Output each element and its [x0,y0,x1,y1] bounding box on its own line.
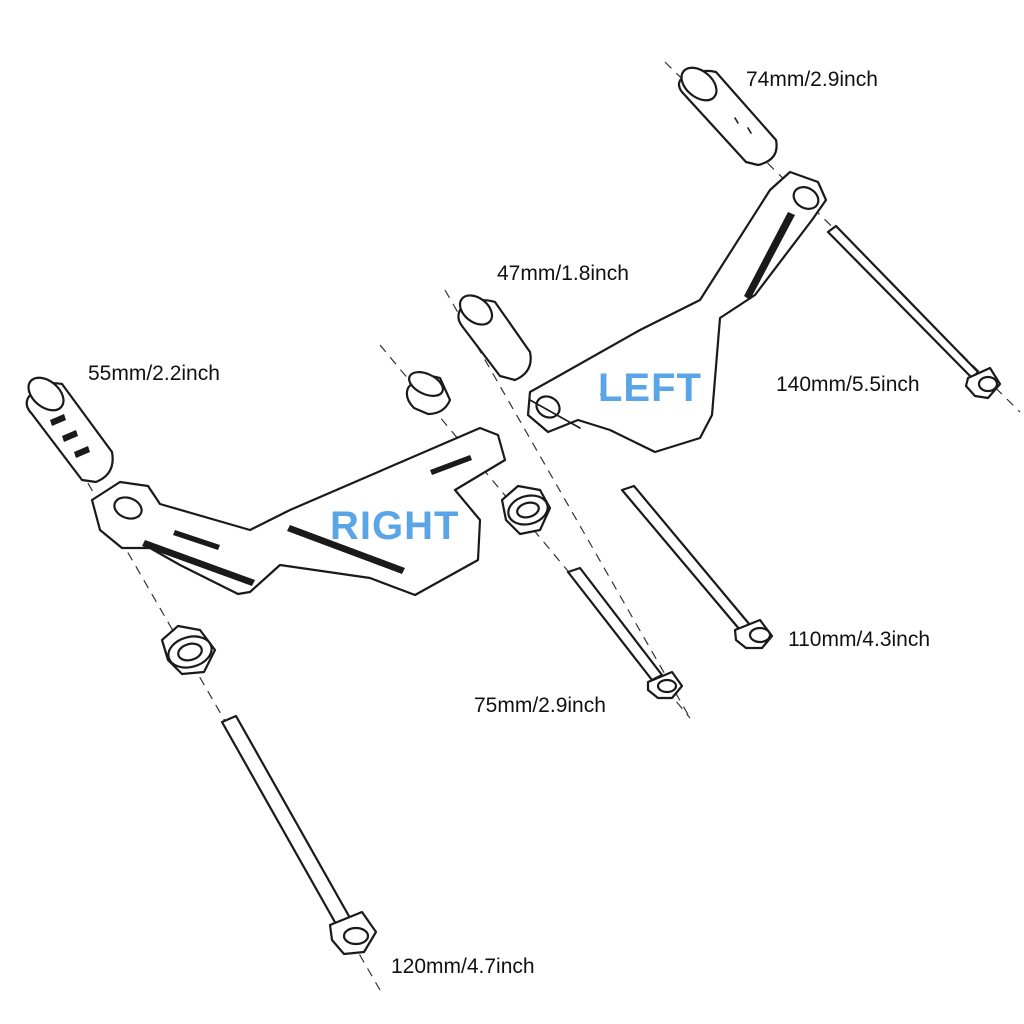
right-small-spacer [405,371,452,416]
dimension-label-55mm: 55mm/2.2inch [88,362,220,385]
right-bolt-short [566,566,684,700]
dimension-label-120mm: 120mm/4.7inch [391,955,535,978]
right-bracket [90,426,507,597]
left-middle-spacer [457,294,532,382]
left-bracket [526,170,828,454]
left-upper-spacer [677,66,778,167]
left-bolt-mid [620,484,774,650]
dimension-label-110mm: 110mm/4.3inch [788,628,931,651]
right-flanged-nut [160,624,217,676]
left-bolt-long [826,224,1002,400]
dimension-label-75mm: 75mm/2.9inch [474,694,606,717]
dimension-label-47mm: 47mm/1.8inch [497,262,629,285]
left-side-label: LEFT [598,366,702,410]
right-upper-spacer [25,376,114,484]
right-bolt-long [220,714,378,956]
dimension-label-140mm: 140mm/5.5inch [776,373,920,396]
dimension-label-74mm: 74mm/2.9inch [746,68,878,91]
right-side-label: RIGHT [330,504,460,548]
right-flanged-spacer [500,484,552,536]
